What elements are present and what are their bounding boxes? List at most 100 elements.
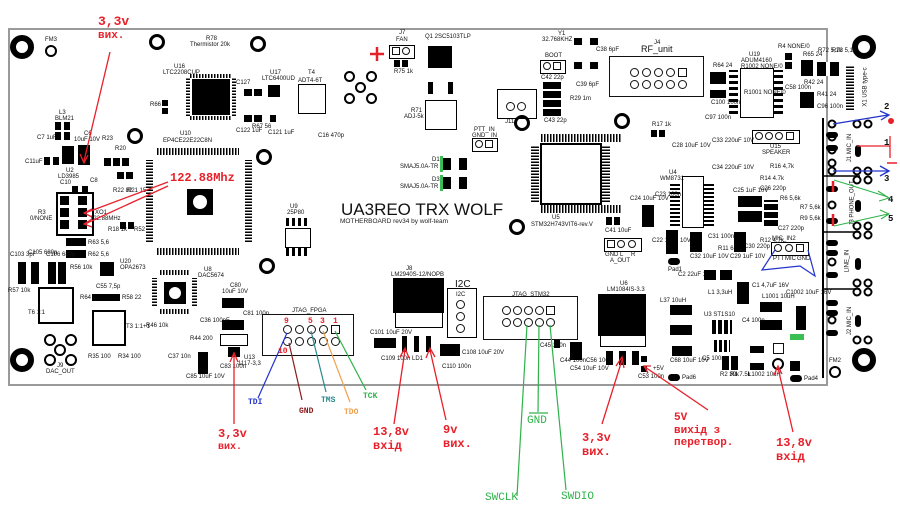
- connector-pin: [344, 71, 355, 82]
- label-r20: R20: [115, 146, 127, 152]
- annotation-tdo: TDO: [344, 408, 359, 417]
- mounting-hole: [250, 36, 266, 52]
- label-usb: X1 USB type-c: [862, 67, 869, 107]
- mounting-hole: [514, 115, 530, 131]
- label-r23: R23: [102, 136, 114, 142]
- smd-pad: [641, 356, 647, 362]
- chip-u20: [100, 262, 114, 276]
- label-c34: C34 220uF 10V: [712, 165, 755, 171]
- label-u15: U15: [770, 144, 782, 150]
- label-d1: D1: [432, 157, 440, 163]
- label-c2: C2 22uF 10V: [678, 272, 714, 278]
- jtag-stm32-pin: [535, 306, 544, 315]
- label-pad6: Pad6: [682, 375, 697, 381]
- smd-pad: [64, 132, 70, 140]
- jtag-stm32-pin: [524, 306, 533, 315]
- chip-leads: [232, 78, 236, 116]
- label-c26: C26 220p: [760, 186, 787, 192]
- label-r78: R78: [206, 36, 218, 42]
- regulator-u6-body: [600, 336, 646, 347]
- label-r17: R17 1k: [652, 122, 672, 128]
- smd-pad: [670, 182, 680, 226]
- smd-pad: [590, 38, 598, 45]
- j9-pin: [44, 334, 56, 346]
- connector-pin: [366, 93, 377, 104]
- label-r44: R44 200: [190, 336, 213, 342]
- audio-jacks-block: [822, 118, 830, 378]
- smd-pad: [710, 90, 726, 98]
- chip-leads: [160, 270, 190, 275]
- annotation-5v-line2: вихід з: [674, 424, 721, 437]
- label-u13: U13: [244, 355, 256, 361]
- jack-line-in: [822, 232, 862, 288]
- label-c56: C56 100n: [586, 358, 613, 364]
- jack-j1: [822, 118, 862, 174]
- smd-pad: [92, 294, 120, 301]
- label-c55: C55 7,5p: [96, 284, 121, 290]
- boot-pin: [553, 62, 561, 70]
- smd-pad: [222, 298, 244, 308]
- label-boot: BOOT: [545, 53, 563, 59]
- label-j3: J3 PHONE_OUT: [849, 180, 856, 226]
- jtag-stm32-pin: [502, 306, 511, 315]
- label-r14: R14 4.7k: [760, 176, 785, 182]
- smd-pad: [796, 306, 806, 330]
- jtag-fpga-pin-9: [283, 325, 292, 334]
- annotation-tck: TCK: [363, 392, 378, 401]
- label-r7: R7 5,6k: [800, 205, 821, 211]
- smd-pad: [543, 80, 561, 116]
- smd-pad: [62, 146, 74, 164]
- label-c100: C100 100n: [711, 100, 741, 106]
- smd-pad: [459, 177, 467, 189]
- ld1-pin: [414, 336, 419, 352]
- label-c5: C5 100n: [702, 356, 725, 362]
- label-r64: R64 22: [80, 295, 100, 301]
- mounting-hole: [259, 258, 275, 274]
- label-l1002: L1002 10uH: [748, 372, 781, 378]
- red-dot: [888, 118, 894, 124]
- mic-in2-pin-ptt: [774, 244, 782, 252]
- smd-pad: [801, 60, 813, 76]
- rf-unit-pin: [666, 80, 675, 89]
- connector-j11: [497, 89, 537, 119]
- label-t4: T4: [308, 70, 316, 76]
- boot-pin: [543, 62, 551, 70]
- annotation-9v-line1: 9v: [443, 423, 458, 437]
- label-c44: C44 100n: [560, 358, 587, 364]
- smd-pad: [574, 62, 582, 69]
- label-c110: C110 100n: [442, 364, 471, 370]
- label-t3: T3 1:1+1: [126, 324, 150, 330]
- smd-pad: [614, 217, 620, 225]
- label-r64b: R64 24: [713, 63, 733, 69]
- chip-leads: [160, 309, 190, 314]
- label-r66: R66: [150, 102, 162, 108]
- smd-pad: [722, 356, 738, 370]
- label-c103: C103 3pF: [10, 252, 37, 258]
- smd-pad: [128, 222, 134, 229]
- chip-leads: [245, 160, 252, 242]
- label-u10: U10: [180, 131, 192, 137]
- label-u19-part: ADUM4160: [741, 58, 773, 64]
- label-r42: R42 24: [804, 80, 824, 86]
- mounting-hole: [852, 348, 876, 372]
- fiducial-fm2: [829, 366, 841, 378]
- label-c29: C29 1uF 10V: [730, 254, 766, 260]
- jack-pin: [863, 287, 873, 297]
- smd-pad: [738, 196, 762, 222]
- label-c68: C68 10uF 10V: [670, 358, 709, 364]
- label-u8-part: DAC5674: [198, 273, 225, 279]
- a-out-pin-l: [617, 240, 625, 248]
- mounting-hole: [509, 219, 525, 235]
- label-c1002: C1002 10uF 16V: [786, 290, 832, 296]
- label-c39: C39 6pF: [576, 82, 600, 88]
- smd-pad: [690, 232, 702, 252]
- label-c30: C30 220p: [744, 244, 771, 250]
- smd-pad: [66, 238, 86, 246]
- label-c31: C31 100n: [708, 234, 735, 240]
- mounting-hole: [10, 348, 34, 372]
- chip-u5: [540, 143, 602, 205]
- label-r71: R71: [411, 108, 423, 114]
- label-c42: C42 22p: [541, 75, 564, 81]
- smd-pad: [729, 70, 738, 114]
- smd-pad: [642, 205, 654, 227]
